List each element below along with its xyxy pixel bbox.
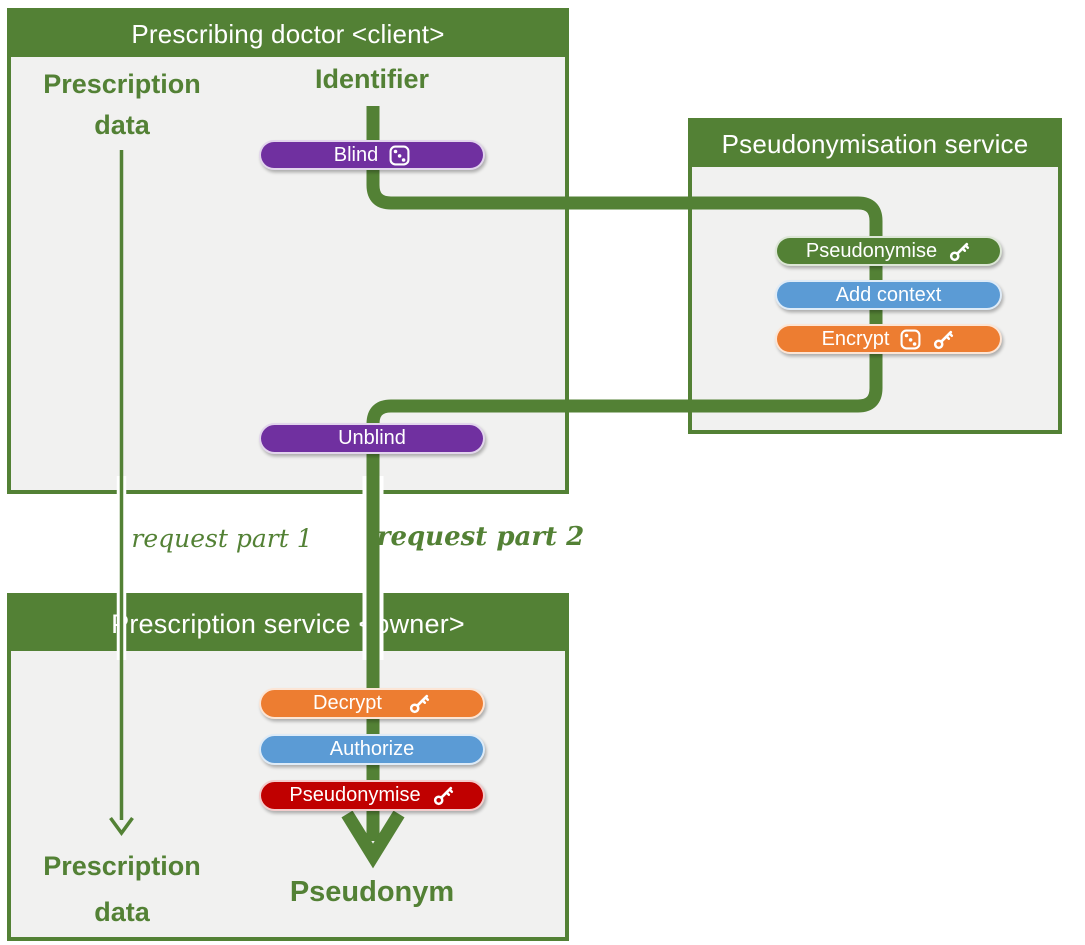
prescription-data-label-bottom-line1: Prescription <box>43 851 201 881</box>
prescription-data-label-top: Prescription data <box>18 64 226 146</box>
key-icon <box>950 242 970 261</box>
pseudonym-arrowhead <box>341 810 405 869</box>
prescription-data-label-bottom: Prescription data <box>18 843 226 935</box>
encrypt-step: Encrypt <box>775 324 1002 354</box>
prescription-service-box-header: Prescription service <owner> <box>11 597 565 651</box>
pseudonymise-service-step: Pseudonymise <box>775 236 1002 266</box>
identifier-label: Identifier <box>314 64 429 94</box>
key-icon <box>934 330 954 349</box>
prescription-service-box-title: Prescription service <owner> <box>111 608 465 639</box>
blind-step: Blind <box>259 140 485 170</box>
prescription-data-label-top-line1: Prescription <box>43 69 201 99</box>
dice-icon <box>389 145 410 165</box>
pseudonymise-owner-step-label: Pseudonymise <box>289 784 421 806</box>
pseudonymisation-service-box-header: Pseudonymisation service <box>692 122 1058 167</box>
client-box: Prescribing doctor <client> <box>7 8 569 494</box>
prescription-data-label-bottom-line2: data <box>94 897 150 927</box>
authorize-step: Authorize <box>259 734 485 765</box>
prescription-data-label-top-line2: data <box>94 110 150 140</box>
key-icon <box>409 694 430 714</box>
dice-icon <box>900 329 921 349</box>
decrypt-step-label: Decrypt <box>313 692 382 714</box>
add-context-step-label: Add context <box>835 283 942 306</box>
identifier-flow-line <box>366 106 883 841</box>
encrypt-step-label: Encrypt <box>821 327 890 350</box>
add-context-step: Add context <box>775 280 1002 310</box>
decrypt-step: Decrypt <box>259 688 485 719</box>
client-box-title: Prescribing doctor <client> <box>131 19 445 49</box>
pseudonym-label: Pseudonym <box>289 876 455 908</box>
request-part-1-label: request part 1 <box>131 524 313 553</box>
pseudonymise-service-step-label: Pseudonymise <box>805 239 938 262</box>
key-icon <box>433 786 453 806</box>
pseudonymise-owner-step: Pseudonymise <box>259 780 485 811</box>
blind-step-label: Blind <box>333 143 379 166</box>
pseudonymisation-service-box-title: Pseudonymisation service <box>721 129 1029 159</box>
request-part-2-label: request part 2 <box>376 522 585 552</box>
client-box-header: Prescribing doctor <client> <box>11 12 565 57</box>
authorize-step-label: Authorize <box>329 738 415 760</box>
prescription-data-arrowhead <box>109 816 134 836</box>
unblind-step-label: Unblind <box>338 427 406 449</box>
prescription-service-box: Prescription service <owner> <box>7 593 569 941</box>
unblind-step: Unblind <box>259 423 485 454</box>
